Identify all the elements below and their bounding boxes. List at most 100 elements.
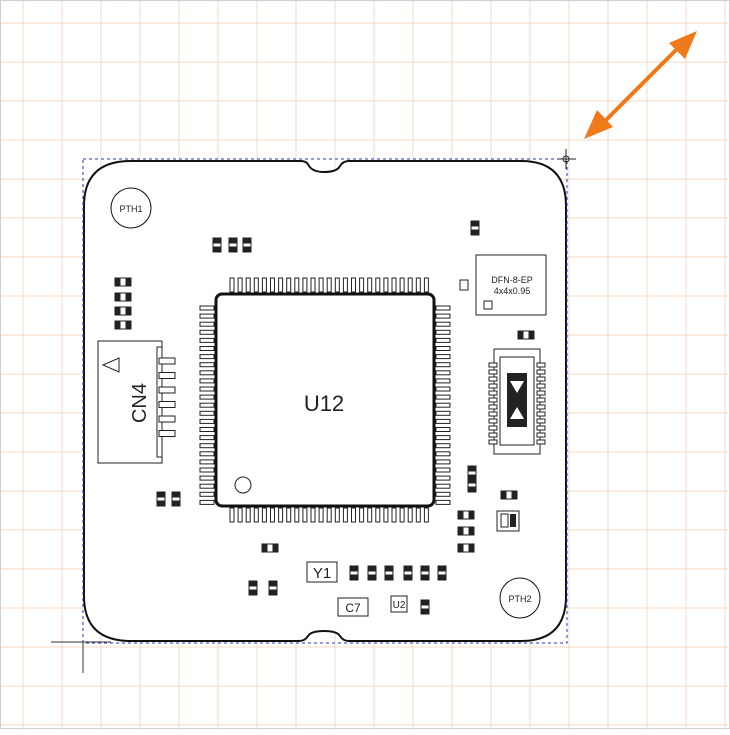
mcu-pin — [334, 277, 340, 293]
regulator-label: U2 — [393, 600, 406, 611]
mcu-pin — [435, 475, 451, 481]
mcu-pin — [435, 499, 451, 505]
mcu-pin — [435, 427, 451, 432]
mcu-pin — [199, 459, 215, 465]
fpc-connector[interactable] — [488, 348, 546, 455]
mcu-pin — [351, 507, 356, 523]
mcu-pin — [435, 459, 451, 465]
mcu-label: U12 — [304, 391, 344, 416]
hole-label: PTH2 — [508, 594, 531, 604]
small-ic[interactable] — [496, 510, 520, 532]
mcu-pin — [435, 410, 451, 416]
mcu-pin — [407, 507, 413, 523]
crystal-y1[interactable]: Y1 — [306, 561, 338, 583]
mcu-pin — [278, 507, 284, 523]
passive-components[interactable] — [114, 220, 535, 615]
mcu-pin — [435, 370, 451, 376]
fpc-pin — [536, 369, 546, 375]
smd-component — [420, 565, 430, 581]
mcu-u12[interactable]: U12 — [199, 277, 451, 523]
connector-cn4[interactable]: CN4 — [97, 340, 176, 464]
fpc-pin — [488, 397, 498, 403]
mcu-pin — [286, 277, 292, 293]
crystal-label: Y1 — [313, 565, 331, 582]
smd-component — [114, 277, 132, 287]
connector-pin — [158, 430, 176, 437]
capacitor-c7[interactable]: C7 — [337, 597, 369, 617]
hole-label: PTH1 — [119, 204, 142, 214]
mcu-pin — [415, 277, 421, 293]
mcu-pin — [199, 427, 215, 432]
mcu-pin — [199, 378, 215, 384]
mcu-pin — [435, 491, 451, 497]
mcu-pin — [270, 507, 275, 523]
smd-component — [114, 320, 132, 330]
smd-component — [517, 330, 535, 340]
mcu-pin — [261, 507, 267, 523]
smd-component — [349, 565, 359, 581]
dfn-package[interactable]: DFN-8-EP 4x4x0.95 — [459, 254, 547, 316]
origin-marker — [51, 641, 111, 673]
smd-component — [384, 565, 394, 581]
smd-component — [470, 220, 480, 236]
mcu-pin — [199, 321, 215, 327]
mcu-pin — [423, 277, 429, 293]
smd-component — [437, 565, 447, 581]
mounting-hole-pth2[interactable]: PTH2 — [499, 577, 541, 619]
triangle-marker-icon — [101, 357, 120, 373]
mcu-pin — [199, 451, 215, 457]
mcu-pin — [278, 277, 284, 293]
mcu-pin — [359, 277, 365, 293]
smd-component — [467, 477, 477, 493]
mounting-hole-pth1[interactable]: PTH1 — [110, 187, 152, 229]
mcu-pin — [318, 277, 324, 293]
mcu-pin — [199, 370, 215, 376]
mcu-pin — [229, 277, 235, 293]
mcu-pin — [435, 346, 451, 351]
smd-component — [268, 580, 278, 596]
regulator-u2[interactable]: U2 — [390, 595, 408, 613]
smd-component — [500, 490, 518, 500]
mcu-pin — [435, 386, 451, 392]
smd-component — [248, 580, 258, 596]
package-label: 4x4x0.95 — [494, 286, 531, 296]
mcu-pin — [435, 483, 451, 489]
smd-component — [171, 491, 181, 507]
mcu-pin — [286, 507, 292, 523]
mcu-pin — [342, 277, 348, 293]
fpc-pin — [536, 425, 546, 431]
mcu-pin — [199, 329, 215, 335]
fpc-pin — [536, 397, 546, 403]
mcu-pin — [375, 277, 381, 293]
mcu-pin — [237, 277, 243, 293]
mcu-pin — [253, 507, 259, 523]
smd-component — [367, 565, 377, 581]
smd-component — [212, 237, 222, 253]
double-arrow-icon[interactable] — [584, 31, 697, 139]
mcu-pin — [407, 277, 413, 293]
mcu-pin — [199, 362, 215, 368]
mcu-pin — [435, 305, 451, 311]
connector-pin — [158, 415, 176, 423]
fpc-pin — [488, 425, 498, 431]
fpc-pin — [488, 404, 498, 410]
mcu-pin — [199, 386, 215, 392]
fpc-pin — [536, 439, 546, 445]
mcu-pin — [199, 313, 215, 319]
mcu-pin — [334, 507, 340, 523]
mcu-pin — [435, 451, 451, 457]
fpc-pin — [488, 369, 498, 375]
smd-component — [457, 510, 475, 520]
mcu-pin — [435, 337, 451, 343]
mcu-pin — [351, 277, 356, 293]
mcu-pin — [199, 499, 215, 505]
fpc-pin — [488, 390, 498, 396]
fpc-pin — [488, 376, 498, 382]
mcu-pin — [310, 277, 316, 293]
mcu-pin — [270, 277, 275, 293]
fpc-pin — [536, 404, 546, 410]
fpc-pin — [488, 432, 498, 438]
smd-component — [457, 526, 475, 536]
